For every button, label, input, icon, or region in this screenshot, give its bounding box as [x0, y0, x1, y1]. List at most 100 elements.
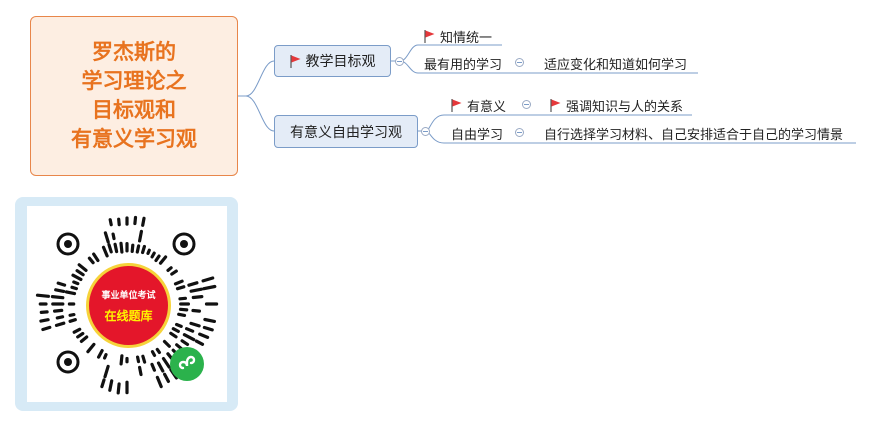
qr-ray	[86, 342, 96, 354]
qr-ray	[178, 307, 189, 312]
qr-ray	[117, 217, 121, 227]
leaf-free-learning[interactable]: 自由学习	[451, 125, 503, 143]
leaf-most-useful-learning[interactable]: 最有用的学习	[424, 55, 503, 73]
qr-ray	[202, 325, 214, 332]
branch-teaching-goal[interactable]: 教学目标观	[274, 45, 391, 77]
qr-ray	[194, 339, 205, 346]
qr-ray	[154, 254, 161, 263]
branch-label: 教学目标观	[305, 54, 376, 70]
qr-ray	[182, 333, 196, 342]
collapse-toggle-icon[interactable]	[421, 127, 430, 136]
qr-ray	[75, 269, 85, 277]
qr-ray	[119, 241, 124, 254]
leaf-label: 知情统一	[440, 30, 493, 46]
qr-ray	[54, 288, 66, 294]
qr-ray	[146, 248, 151, 256]
qr-ray	[177, 312, 187, 318]
mini-program-icon	[170, 347, 204, 381]
leaf-knowledge-emotion[interactable]: 知情统一	[424, 28, 493, 46]
qr-ray	[140, 244, 147, 255]
qr-ray	[155, 375, 163, 389]
qr-ray	[133, 215, 138, 226]
qr-ray	[162, 339, 171, 348]
qr-ray	[72, 327, 82, 334]
branch-label: 有意义自由学习观	[290, 124, 402, 141]
qr-ray	[137, 365, 143, 377]
qr-ray	[202, 284, 217, 291]
qr-ray	[119, 354, 124, 366]
qr-ray	[68, 318, 77, 323]
qr-ray	[108, 218, 113, 227]
qr-ray	[187, 281, 199, 287]
qr-ray	[53, 308, 64, 313]
qr-ray	[166, 266, 173, 273]
qr-ray	[79, 335, 89, 343]
root-line-1: 罗杰斯的	[92, 40, 176, 64]
qr-ray	[55, 315, 65, 320]
qr-ray	[150, 251, 156, 259]
qr-ray	[101, 245, 109, 258]
qr-ray	[158, 255, 168, 265]
qr-ray	[189, 287, 204, 293]
collapse-toggle-icon[interactable]	[395, 57, 404, 66]
qr-ray	[175, 285, 186, 291]
qr-ray	[72, 280, 80, 286]
qr-ray	[130, 243, 135, 254]
qr-ray	[107, 243, 113, 254]
qr-ray	[180, 339, 190, 346]
qr-ray	[92, 252, 100, 263]
qr-ray	[156, 361, 165, 373]
leaf-knowledge-relation[interactable]: 强调知识与人的关系	[550, 97, 683, 115]
qr-ray	[141, 354, 147, 364]
collapse-toggle-icon[interactable]	[515, 128, 524, 137]
qr-ray	[170, 269, 178, 276]
qr-ray	[175, 322, 183, 329]
qr-ray	[70, 285, 79, 291]
collapse-toggle-icon[interactable]	[515, 58, 524, 67]
leaf-meaningful[interactable]: 有意义	[451, 97, 506, 115]
qr-ray	[191, 308, 201, 313]
qr-ray	[161, 357, 171, 369]
qr-ray	[87, 256, 95, 265]
root-topic[interactable]: 罗杰斯的 学习理论之 目标观和 有意义学习观	[30, 16, 238, 176]
collapse-toggle-icon[interactable]	[522, 100, 531, 109]
qr-ray	[41, 325, 52, 332]
flag-icon	[550, 98, 561, 112]
root-line-4: 有意义学习观	[71, 127, 197, 151]
leaf-label: 最有用的学习	[424, 57, 503, 73]
qr-ray	[68, 312, 76, 317]
qr-ray	[50, 294, 65, 300]
qr-ray	[191, 294, 204, 300]
qr-ray	[171, 327, 180, 334]
qr-ray	[116, 382, 121, 395]
qr-ray	[178, 296, 187, 301]
qr-badge-line-1: 事业单位考试	[101, 290, 156, 301]
leaf-label: 自行选择学习材料、自己安排适合于自己的学习情景	[544, 127, 844, 143]
qr-ray	[111, 232, 116, 241]
qr-ray	[96, 349, 104, 359]
qr-ray	[135, 355, 141, 364]
qr-ray	[201, 276, 215, 283]
qr-ray	[102, 353, 108, 360]
qr-ray	[163, 372, 170, 383]
leaf-self-select-materials[interactable]: 自行选择学习材料、自己安排适合于自己的学习情景	[544, 125, 844, 143]
qr-ray	[185, 327, 195, 333]
flag-icon	[424, 29, 435, 43]
leaf-adapt-change[interactable]: 适应变化和知道如何学习	[544, 55, 688, 73]
qr-ray	[150, 362, 157, 372]
root-line-3: 目标观和	[92, 98, 176, 122]
qr-ray	[173, 279, 184, 286]
qr-ray	[100, 378, 106, 389]
leaf-label: 适应变化和知道如何学习	[544, 57, 688, 73]
qr-ray	[77, 263, 88, 273]
qr-ray	[76, 331, 85, 339]
qr-ray	[198, 332, 210, 339]
qr-ray	[155, 347, 161, 354]
flag-icon	[451, 98, 462, 112]
branch-meaningful-free-learning[interactable]: 有意义自由学习观	[274, 115, 418, 148]
qr-ray	[203, 317, 216, 324]
qr-badge-line-2: 在线题库	[104, 308, 153, 323]
qr-ray	[71, 273, 83, 282]
qr-ray	[103, 231, 110, 244]
root-line-2: 学习理论之	[81, 69, 187, 93]
